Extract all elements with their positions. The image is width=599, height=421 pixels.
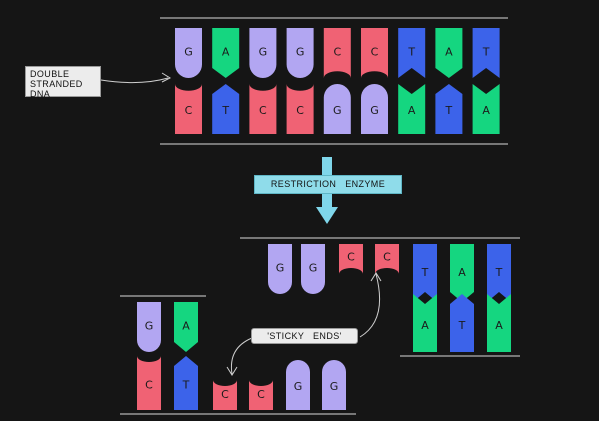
sticky-end-pointer-right-head <box>370 272 382 282</box>
top-strand-base-letter: C <box>371 46 379 59</box>
sticky-end-base-letter: C <box>257 388 265 401</box>
enzyme-arrow-shaft-bottom <box>322 194 332 208</box>
bottom-strand-base-letter: A <box>408 104 416 117</box>
bottom-strand-base-letter: T <box>445 104 453 117</box>
fragment-right-top-base <box>413 244 437 302</box>
fragment-right-bottom-base <box>413 294 437 352</box>
bottom-strand-base-letter: T <box>221 104 229 117</box>
sticky-end-base <box>286 360 310 410</box>
top-strand-base-letter: G <box>259 46 268 59</box>
fragment-right-bottom-base-letter: A <box>421 319 429 332</box>
bottom-strand-base <box>398 84 426 134</box>
bottom-strand-base-letter: A <box>482 104 490 117</box>
right-dna-fragment: G G C C T A T A T A <box>240 237 520 357</box>
top-strand-base <box>472 28 500 78</box>
top-strand-base <box>249 28 277 78</box>
sticky-end-base <box>375 244 399 274</box>
double-stranded-dna-label: DOUBLE STRANDED DNA <box>25 66 101 99</box>
sticky-end-base <box>339 244 363 274</box>
bottom-strand-base <box>175 84 202 134</box>
fragment-left-top-base-letter: A <box>182 320 190 333</box>
bottom-strand-base <box>249 84 277 134</box>
sticky-end-pointer-right <box>359 273 381 338</box>
bottom-strand-base-letter: C <box>296 104 304 117</box>
fragment-left-top-base <box>137 302 161 352</box>
sticky-end-base-letter: C <box>221 388 229 401</box>
top-strand-base-letter: G <box>296 46 305 59</box>
bottom-strand-base <box>472 84 500 134</box>
sticky-end-base <box>322 360 346 410</box>
top-strand-base <box>286 28 314 78</box>
fragment-right-bottom-base-letter: A <box>495 319 503 332</box>
restriction-enzyme-label: RESTRICTION ENZYME <box>254 175 402 194</box>
sticky-end-base-letter: G <box>309 262 318 275</box>
bottom-strand-base-letter: G <box>370 104 379 117</box>
fragment-right-bottom-base-letter: T <box>458 319 466 332</box>
double-stranded-dna: G A G G C C T A T C T C C G G A T A <box>160 17 508 145</box>
sticky-ends-label: 'STICKY ENDS' <box>251 328 358 344</box>
top-strand-base-letter: C <box>333 46 341 59</box>
sticky-end-base <box>301 244 325 294</box>
sticky-end-base <box>213 380 237 410</box>
sticky-end-base-letter: C <box>383 251 391 264</box>
fragment-left-top-base-letter: G <box>145 320 154 333</box>
sticky-end-base <box>249 380 273 410</box>
fragment-left-bottom-base <box>174 356 198 410</box>
bottom-strand-base <box>212 84 240 134</box>
fragment-right-top-base-letter: T <box>495 266 503 279</box>
sticky-end-pointer-left-head <box>226 366 238 376</box>
enzyme-arrow-head <box>316 207 338 224</box>
sticky-end-base-letter: C <box>347 251 355 264</box>
top-strand-base <box>323 28 351 78</box>
bottom-strand-base <box>286 84 314 134</box>
top-strand-base-letter: T <box>407 46 415 59</box>
top-strand-base-letter: A <box>445 46 453 59</box>
fragment-left-bottom-base-letter: T <box>182 378 190 391</box>
left-dna-fragment: G A C T C C G G <box>120 295 356 415</box>
fragment-left-top-base <box>174 302 198 352</box>
bottom-strand-base-letter: C <box>185 104 193 117</box>
sticky-end-base <box>268 244 292 294</box>
top-strand-base <box>435 28 463 78</box>
sticky-end-base-letter: G <box>276 262 285 275</box>
sticky-end-base-letter: G <box>330 380 339 393</box>
fragment-left-bottom-base <box>137 356 161 410</box>
dna-pointer-line <box>100 77 169 84</box>
top-strand-base-letter: G <box>184 46 193 59</box>
top-strand-base <box>175 28 202 78</box>
fragment-right-bottom-base <box>487 294 511 352</box>
bottom-strand-base <box>361 84 388 134</box>
sticky-end-base-letter: G <box>294 380 303 393</box>
fragment-right-top-base <box>450 244 474 302</box>
bottom-strand-base <box>323 84 351 134</box>
bottom-strand-base-letter: G <box>333 104 342 117</box>
fragment-right-top-base <box>487 244 511 302</box>
fragment-right-top-base-letter: T <box>421 266 429 279</box>
sticky-end-pointer-left <box>230 337 253 375</box>
top-strand-base <box>212 28 240 78</box>
dna-pointer-arrowhead <box>161 72 172 83</box>
fragment-right-top-base-letter: A <box>458 266 466 279</box>
top-strand-base-letter: T <box>482 46 490 59</box>
top-strand-base-letter: A <box>222 46 230 59</box>
enzyme-arrow-shaft-top <box>322 157 332 175</box>
bottom-strand-base <box>435 84 463 134</box>
fragment-left-bottom-base-letter: C <box>145 378 153 391</box>
top-strand-base <box>398 28 426 78</box>
bottom-strand-base-letter: C <box>259 104 267 117</box>
fragment-right-bottom-base <box>450 294 474 352</box>
top-strand-base <box>361 28 388 78</box>
